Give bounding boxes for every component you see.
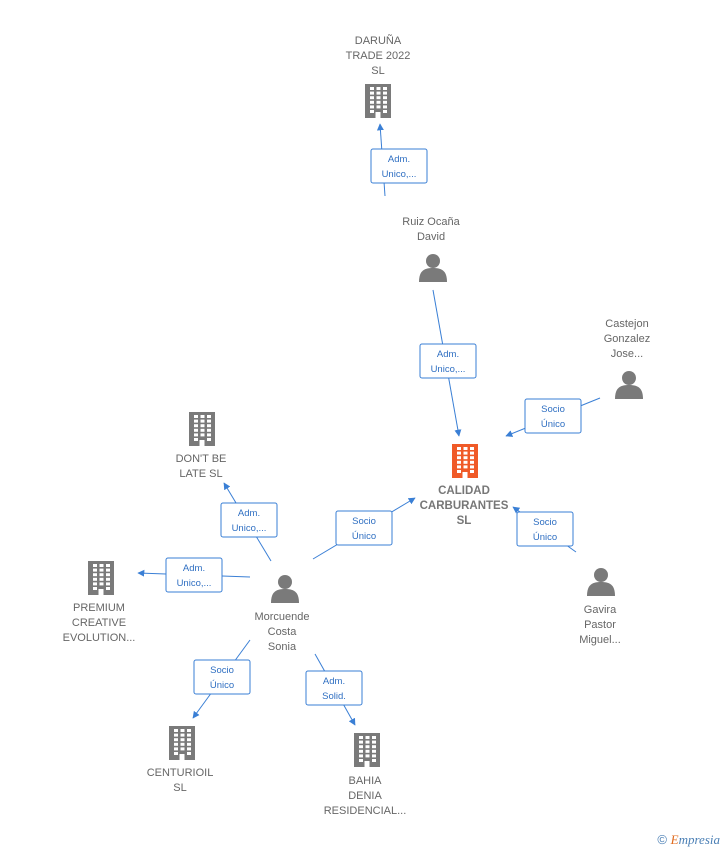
edge-label-box[interactable]	[516, 511, 574, 547]
edge-morcuende-to-dontbelate: Adm. Unico,...	[220, 482, 278, 562]
edge-label-text: Socio	[352, 516, 376, 527]
node-label-line: Gavira	[584, 604, 617, 616]
building-icon	[189, 412, 215, 446]
edge-label-text: Socio	[533, 517, 557, 528]
node-label-line: David	[417, 231, 445, 243]
node-dontbelate[interactable]: DON'T BE LATE SL	[176, 412, 227, 480]
edge-label-box[interactable]	[165, 557, 223, 593]
edge-label-text: Único	[352, 531, 376, 542]
node-label-line: CARBURANTES	[420, 500, 509, 512]
edge-label-box[interactable]	[524, 398, 582, 434]
building-icon	[365, 84, 391, 118]
edge-morcuende-to-premium: Adm. Unico,...	[137, 557, 251, 593]
node-label-line: Costa	[268, 626, 298, 638]
person-icon	[615, 371, 643, 399]
edge-label-text: Unico,...	[431, 364, 466, 375]
node-label-line: BAHIA	[348, 775, 382, 787]
edge-label-box[interactable]	[335, 510, 393, 546]
edge-label-text: Adm.	[388, 154, 410, 165]
brand-initial: E	[670, 832, 679, 847]
node-label-line: DARUÑA	[355, 34, 402, 47]
node-label-line: SL	[457, 515, 472, 527]
copyright-symbol: ©	[657, 832, 668, 847]
node-label-line: Ruiz Ocaña	[402, 216, 460, 228]
node-label-line: PREMIUM	[73, 602, 125, 614]
edge-label-text: Único	[541, 419, 565, 430]
edge-label-text: Adm.	[183, 563, 205, 574]
node-label-line: CREATIVE	[72, 617, 126, 629]
edge-ruiz-to-calidad: Adm. Unico,...	[419, 289, 477, 437]
edge-label-text: Adm.	[323, 676, 345, 687]
edge-label-box[interactable]	[305, 670, 363, 706]
edge-label-text: Unico,...	[177, 578, 212, 589]
edge-label-text: Único	[210, 680, 234, 691]
node-castejon[interactable]: CastejonGonzalezJose...	[604, 318, 650, 399]
edges-layer: Adm.Unico,...Adm.Unico,...SocioÚnicoSoci…	[137, 123, 601, 726]
node-label-line: Gonzalez	[604, 333, 650, 345]
node-label-line: CALIDAD	[438, 485, 490, 497]
edge-label-box[interactable]	[370, 148, 428, 184]
node-label-line: RESIDENCIAL...	[324, 805, 407, 817]
edge-label-text: Socio	[541, 404, 565, 415]
node-label-line: SL	[371, 65, 384, 77]
node-label-line: TRADE 2022	[346, 50, 411, 62]
node-label-line: SL	[173, 782, 186, 794]
node-label-line: DENIA	[348, 790, 382, 802]
node-calidad[interactable]: CALIDAD CARBURANTES SL	[420, 444, 509, 527]
edge-morcuende-to-bahia: Adm. Solid.	[305, 653, 363, 726]
person-icon	[587, 568, 615, 596]
node-bahia[interactable]: BAHIA DENIA RESIDENCIAL...	[324, 733, 407, 817]
edge-label-text: Único	[533, 532, 557, 543]
edge-label-box[interactable]	[193, 659, 251, 695]
person-icon	[419, 254, 447, 282]
edge-label-text: Unico,...	[382, 169, 417, 180]
building-icon	[169, 726, 195, 760]
edge-label-text: Solid.	[322, 691, 346, 702]
edge-label-text: Socio	[210, 665, 234, 676]
node-label-line: LATE SL	[179, 468, 222, 480]
edge-label-box[interactable]	[419, 343, 477, 379]
node-label-line: EVOLUTION...	[63, 632, 136, 644]
brand-name: mpresia	[678, 832, 720, 847]
node-label-line: Pastor	[584, 619, 616, 631]
person-icon	[271, 575, 299, 603]
edge-label-text: Unico,...	[232, 523, 267, 534]
edge-ruiz-to-daruna: Adm. Unico,...	[370, 123, 428, 197]
copyright-notice: © Empresia	[657, 832, 720, 848]
building-icon	[354, 733, 380, 767]
node-label-line: Morcuende	[254, 611, 309, 623]
node-label-line: Sonia	[268, 641, 297, 653]
node-label-line: DON'T BE	[176, 453, 227, 465]
node-label-line: Jose...	[611, 348, 643, 360]
node-label-line: Miguel...	[579, 634, 621, 646]
edge-label-text: Adm.	[437, 349, 459, 360]
edge-label-box[interactable]	[220, 502, 278, 538]
edge-label-text: Adm.	[238, 508, 260, 519]
building-icon	[88, 561, 114, 595]
node-centurioil[interactable]: CENTURIOIL SL	[147, 726, 214, 794]
node-label-line: CENTURIOIL	[147, 767, 214, 779]
node-label-line: Castejon	[605, 318, 648, 330]
node-gavira[interactable]: GaviraPastorMiguel...	[579, 568, 621, 646]
node-premium[interactable]: PREMIUM CREATIVE EVOLUTION...	[63, 561, 136, 644]
building-icon	[452, 444, 478, 478]
